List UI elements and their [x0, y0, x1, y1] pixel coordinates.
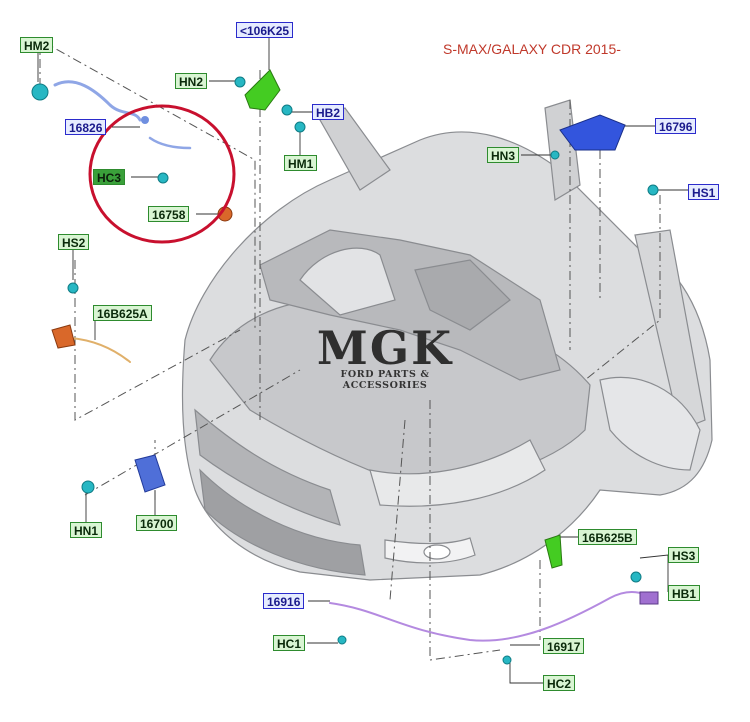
part-106k25-bracket	[244, 69, 281, 111]
part-hm2-clip	[31, 83, 49, 101]
label-hs2: HS2	[58, 234, 90, 250]
label-106k25: <106K25	[236, 22, 294, 38]
part-hc2-clip	[502, 655, 512, 665]
label-hc3: HC3	[93, 169, 126, 185]
part-hn3-nut	[550, 150, 560, 160]
highlight-circle	[88, 104, 236, 244]
part-16700-latch	[134, 454, 166, 493]
label-16916: 16916	[263, 593, 305, 609]
label-hn3: HN3	[487, 147, 520, 163]
part-hc1-clip	[337, 635, 347, 645]
part-hn1-nut	[81, 480, 95, 494]
label-hm2: HM2	[20, 37, 54, 53]
part-16826-cable	[141, 116, 149, 124]
label-16b625a: 16B625A	[93, 305, 152, 321]
label-16796: 16796	[655, 118, 697, 134]
label-hc1: HC1	[273, 635, 306, 651]
label-hb2: HB2	[312, 104, 345, 120]
part-hm1-clip	[294, 121, 306, 133]
part-hs3-screw	[630, 571, 642, 583]
part-16b625b-handle	[544, 534, 563, 569]
label-hc2: HC2	[543, 675, 576, 691]
model-caption: S-MAX/GALAXY CDR 2015-	[443, 41, 621, 57]
part-16796-hinge	[559, 114, 626, 151]
leader-lines	[37, 38, 688, 684]
label-hn2: HN2	[175, 73, 208, 89]
part-hs1-screw	[647, 184, 659, 196]
label-16700: 16700	[136, 515, 178, 531]
cables	[53, 80, 651, 642]
part-hb2-bolt	[281, 104, 293, 116]
label-16758: 16758	[148, 206, 190, 222]
label-16917: 16917	[543, 638, 585, 654]
label-hs1: HS1	[688, 184, 720, 200]
label-hs3: HS3	[668, 547, 700, 563]
logo-mark: MGK	[316, 321, 454, 375]
part-hb1-bolt	[639, 591, 659, 605]
label-16826: 16826	[65, 119, 107, 135]
part-hn2-nut	[234, 76, 246, 88]
part-hs2-screw	[67, 282, 79, 294]
car-illustration	[181, 99, 713, 581]
label-hn1: HN1	[70, 522, 103, 538]
label-hm1: HM1	[284, 155, 318, 171]
logo-watermark: MGK FORD PARTS & ACCESSORIES	[300, 325, 470, 391]
part-16b625a-lever	[51, 324, 76, 349]
part-hc3-clip	[157, 172, 169, 184]
logo-tagline: FORD PARTS & ACCESSORIES	[340, 369, 430, 391]
label-16b625b: 16B625B	[578, 529, 637, 545]
label-hb1: HB1	[668, 585, 701, 601]
